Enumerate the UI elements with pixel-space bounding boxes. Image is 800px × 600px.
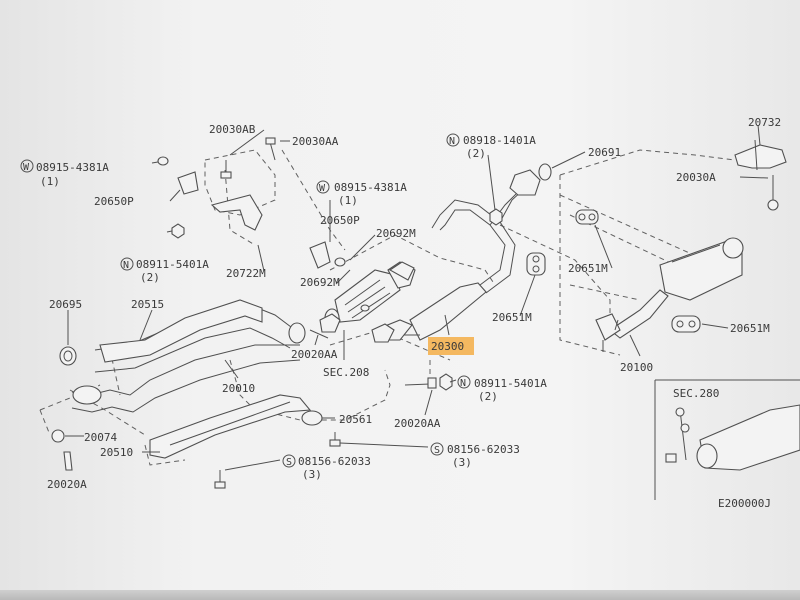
- label-20651M-a[interactable]: 20651M: [568, 262, 608, 275]
- muffler-20100: [595, 237, 744, 341]
- label-08911-b-qty: (2): [478, 390, 498, 403]
- label-08915-b[interactable]: 08915-4381A: [334, 181, 407, 194]
- label-20651M-b[interactable]: 20651M: [492, 311, 532, 324]
- gaskets: [319, 261, 415, 343]
- label-08156-a-qty: (3): [452, 456, 472, 469]
- label-sec280[interactable]: SEC.280: [673, 387, 719, 400]
- part-20515-insulator: [99, 299, 263, 363]
- label-08156-b-qty: (3): [302, 468, 322, 481]
- label-20100[interactable]: 20100: [620, 361, 653, 374]
- center-pipe-20300: [379, 169, 541, 341]
- label-20020AA-left[interactable]: 20020AA: [291, 348, 338, 361]
- washer-marker-a: W: [23, 162, 30, 173]
- part-20510-insulator: [149, 394, 312, 459]
- screw-marker-a: S: [434, 445, 440, 456]
- hangers-20651M: [526, 209, 701, 333]
- label-20692M-b[interactable]: 20692M: [300, 276, 340, 289]
- nut-marker-c: N: [460, 378, 466, 389]
- bracket-20732: [734, 139, 787, 211]
- label-08911-b[interactable]: 08911-5401A: [474, 377, 547, 390]
- label-sec208[interactable]: SEC.208: [323, 366, 369, 379]
- label-20030AB[interactable]: 20030AB: [209, 123, 256, 136]
- label-20074[interactable]: 20074: [84, 431, 117, 444]
- label-20692M[interactable]: 20692M: [376, 227, 416, 240]
- label-20030A[interactable]: 20030A: [676, 171, 716, 184]
- label-20030AA-top[interactable]: 20030AA: [292, 135, 339, 148]
- washer-marker-b: W: [319, 183, 326, 194]
- label-20651M-c[interactable]: 20651M: [730, 322, 770, 335]
- sec280-inset: [654, 379, 800, 500]
- highlight-20300: [428, 337, 474, 355]
- part-labels: 20030AB 20030AA 08915-4381A (1) 20650P 0…: [36, 116, 781, 510]
- label-20691[interactable]: 20691: [588, 146, 621, 159]
- label-20695[interactable]: 20695: [49, 298, 82, 311]
- label-08156-b[interactable]: 08156-62033: [298, 455, 371, 468]
- label-20722M[interactable]: 20722M: [226, 267, 266, 280]
- label-20650P-mid[interactable]: 20650P: [320, 214, 360, 227]
- hardware: [51, 137, 774, 489]
- label-08915-a[interactable]: 08915-4381A: [36, 161, 109, 174]
- label-20020AA-mid[interactable]: 20020AA: [394, 417, 441, 430]
- label-20561[interactable]: 20561: [339, 413, 372, 426]
- label-20510[interactable]: 20510: [100, 446, 133, 459]
- part-20695-ring: [59, 346, 77, 366]
- label-20010[interactable]: 20010: [222, 382, 255, 395]
- label-20650P-left[interactable]: 20650P: [94, 195, 134, 208]
- front-pipe-20010: [71, 304, 306, 413]
- nut-marker-b: N: [449, 136, 455, 147]
- nut-marker-a: N: [123, 260, 129, 271]
- label-08911-a[interactable]: 08911-5401A: [136, 258, 209, 271]
- monitor-bezel: [0, 590, 800, 600]
- prefix-markers: W N W N N S S: [20, 133, 471, 468]
- label-08915-b-qty: (1): [338, 194, 358, 207]
- label-08156-a[interactable]: 08156-62033: [447, 443, 520, 456]
- label-08915-a-qty: (1): [40, 175, 60, 188]
- label-08911-a-qty: (2): [140, 271, 160, 284]
- screw-marker-b: S: [286, 457, 292, 468]
- label-20515[interactable]: 20515: [131, 298, 164, 311]
- label-08918-qty: (2): [466, 147, 486, 160]
- leader-lines: [65, 124, 769, 471]
- label-20020A[interactable]: 20020A: [47, 478, 87, 491]
- label-20732[interactable]: 20732: [748, 116, 781, 129]
- label-20300[interactable]: 20300: [431, 340, 464, 353]
- label-diagram-code: E200000J: [718, 497, 771, 510]
- label-08918[interactable]: 08918-1401A: [463, 134, 536, 147]
